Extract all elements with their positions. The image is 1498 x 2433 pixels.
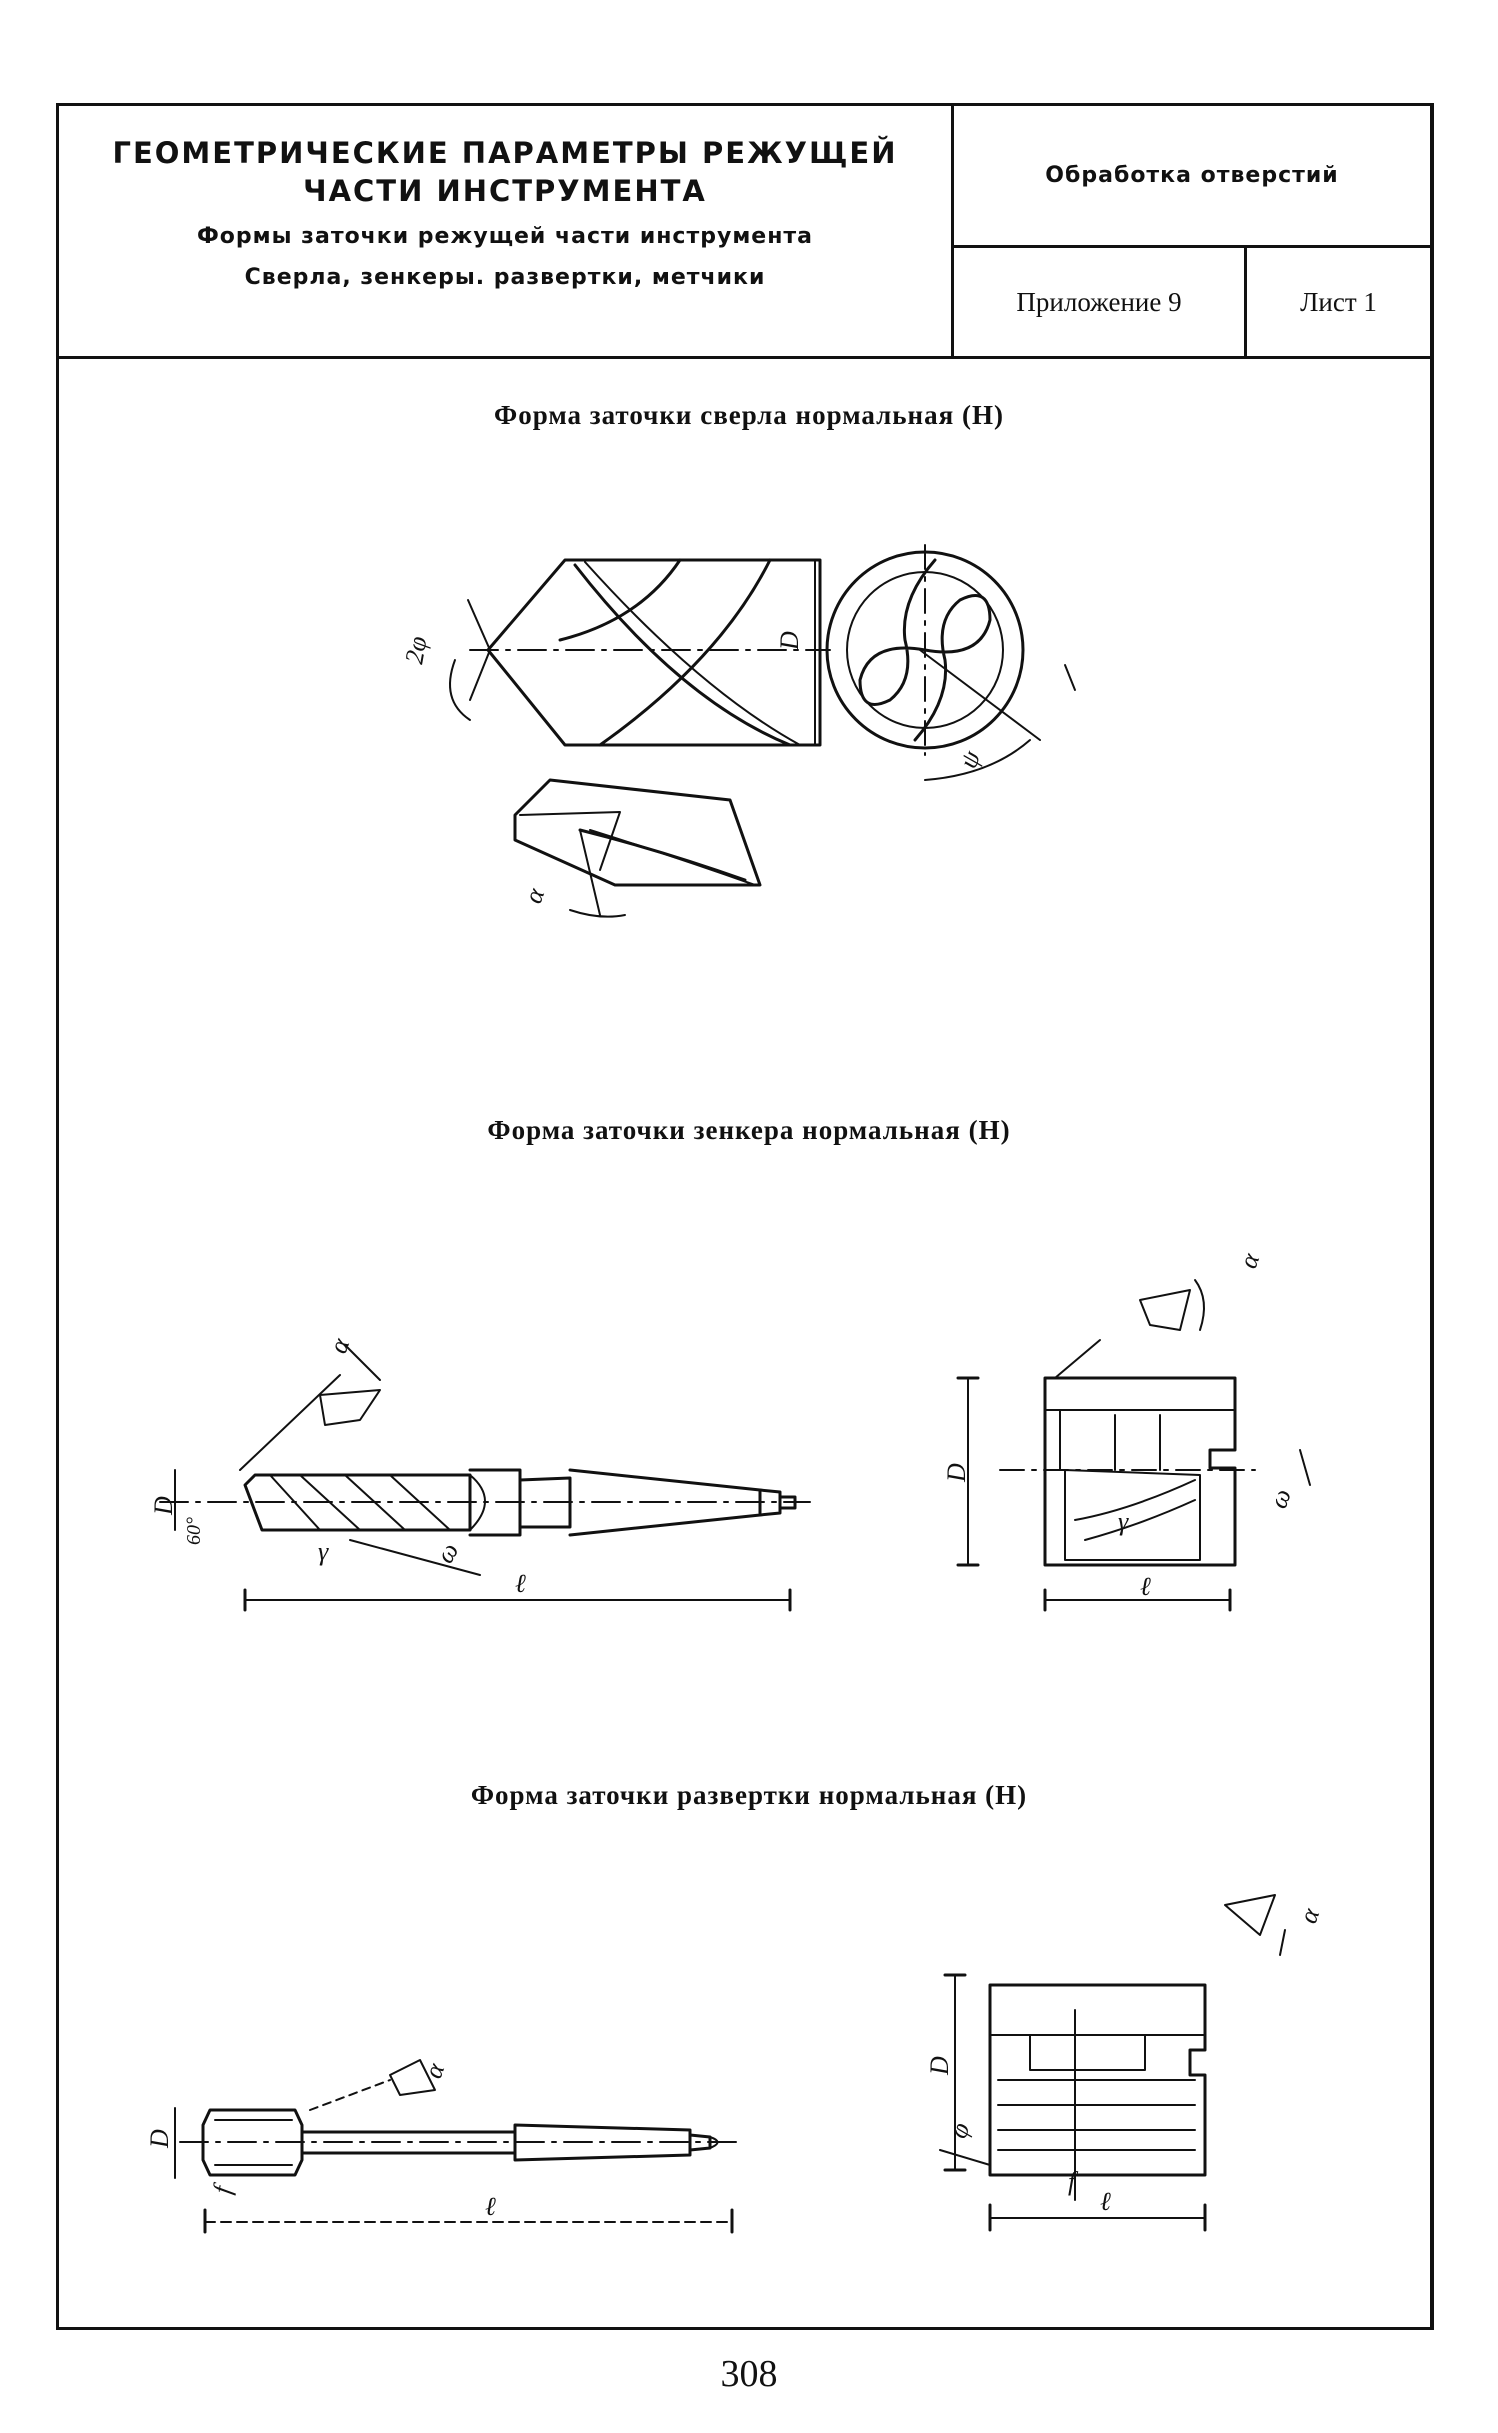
countersink-side-view [159,1344,811,1612]
title-line-1: ГЕОМЕТРИЧЕСКИЕ ПАРАМЕТРЫ РЕЖУЩЕЙ [112,136,898,170]
page-number: 308 [720,2353,778,2395]
document-title: ГЕОМЕТРИЧЕСКИЕ ПАРАМЕТРЫ РЕЖУЩЕЙ ЧАСТИ И… [59,134,951,210]
reamer-section-title: Форма заточки развертки нормальная (Н) [470,1780,1028,1810]
countersink-side-length-label: ℓ [1140,1572,1151,1601]
countersink-side-clearance-label: α [1233,1248,1265,1272]
countersink-side-helix-label: ω [1263,1485,1297,1512]
countersink-side-diameter-label: D [942,1463,971,1483]
title-block-left: ГЕОМЕТРИЧЕСКИЕ ПАРАМЕТРЫ РЕЖУЩЕЙ ЧАСТИ И… [59,106,954,356]
countersink-diameter-label: D [149,1496,178,1516]
countersink-angle-label: 60° [183,1517,205,1545]
section-name: Обработка отверстий [954,106,1430,248]
drill-chisel-angle-label: ψ [953,746,986,772]
countersink-end-view [956,1279,1311,1612]
title-line-2: ЧАСТИ ИНСТРУМЕНТА [303,174,707,208]
countersink-clearance-label: α [323,1333,355,1357]
document-subtitle: Формы заточки режущей части инструмента [196,224,814,249]
appendix-label: Приложение 9 [954,248,1247,356]
drill-clearance-label: α [518,883,550,907]
reamer-diameter-label: D [145,2129,174,2149]
drill-section-title: Форма заточки сверла нормальная (Н) [494,400,1004,430]
reamer-side-lead-label: φ [943,2119,975,2142]
countersink-section-title: Форма заточки зенкера нормальная (Н) [487,1115,1011,1145]
reamer-side-land-label: f [1068,2167,1079,2196]
drill-section-detail [513,778,762,918]
drill-end-view [825,544,1076,781]
reamer-side-length-label: ℓ [1100,2187,1111,2216]
reamer-length-label: ℓ [485,2192,496,2221]
drill-point-angle-label: 2φ [399,634,432,666]
page-frame: ГЕОМЕТРИЧЕСКИЕ ПАРАМЕТРЫ РЕЖУЩЕЙ ЧАСТИ И… [56,103,1434,2330]
countersink-rake-label: γ [318,1537,329,1566]
countersink-length-label: ℓ [515,1569,526,1598]
drill-side-view [449,558,831,747]
reamer-side-clearance-label: α [1293,1903,1325,1927]
tools-list: Сверла, зенкеры. развертки, метчики [244,265,766,290]
reamer-end-view [939,1894,1286,2232]
reamer-clearance-label: α [418,2058,450,2082]
sheet-label: Лист 1 [1300,286,1377,317]
title-block: ГЕОМЕТРИЧЕСКИЕ ПАРАМЕТРЫ РЕЖУЩЕЙ ЧАСТИ И… [59,106,1430,359]
countersink-side-rake-label: γ [1118,1507,1129,1536]
reamer-side-view [174,2059,741,2234]
reamer-side-diameter-label: D [925,2056,954,2076]
drill-diameter-label: D [775,631,804,651]
reamer-land-label: f [207,2180,237,2196]
